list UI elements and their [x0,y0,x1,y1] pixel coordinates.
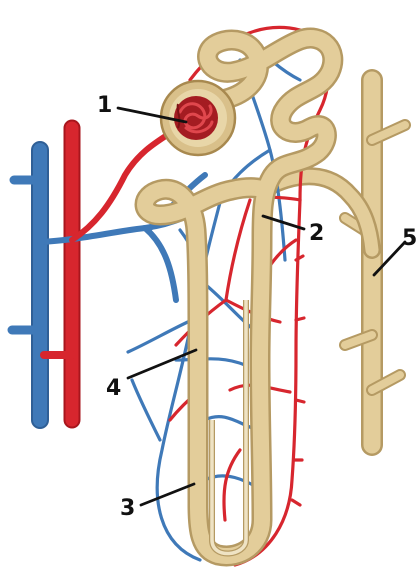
label-3: 3 [120,496,135,521]
leader-4 [128,350,196,378]
renal-vein [12,150,40,420]
leader-3 [141,484,194,505]
label-1: 1 [97,93,112,118]
label-5: 5 [402,226,417,251]
label-4: 4 [106,376,121,401]
label-2: 2 [309,221,324,246]
